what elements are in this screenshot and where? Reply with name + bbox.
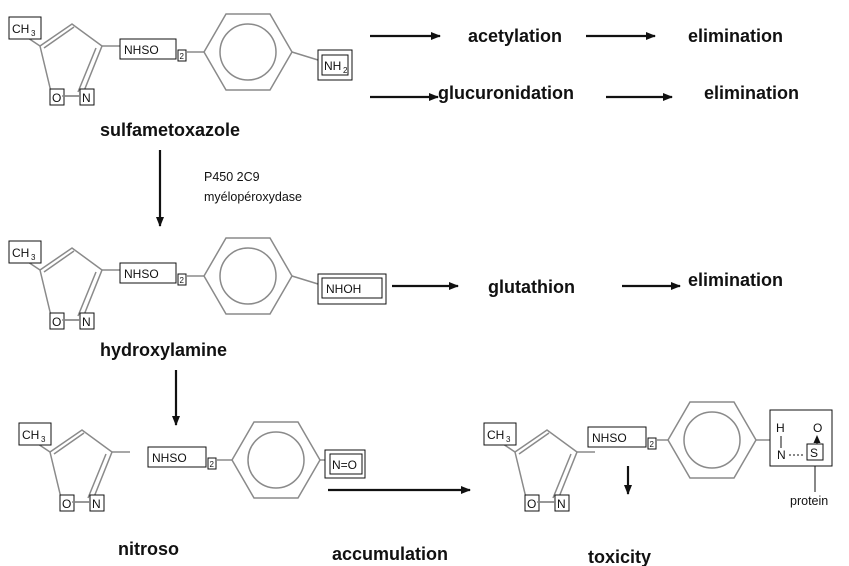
oxygen-atom: O (52, 91, 61, 105)
svg-text:O: O (527, 497, 536, 511)
label-elimination-3: elimination (688, 270, 783, 290)
svg-text:O: O (62, 497, 71, 511)
svg-text:NHSO: NHSO (124, 267, 159, 281)
enzyme-myeloperoxidase: myélopéroxydase (204, 190, 302, 204)
label-nitroso: nitroso (118, 539, 179, 559)
svg-text:3: 3 (31, 29, 36, 38)
svg-text:2: 2 (180, 52, 185, 61)
nitrogen-atom: N (82, 91, 91, 105)
svg-text:N: N (777, 448, 786, 462)
svg-text:3: 3 (41, 435, 46, 444)
methyl-group: CH (12, 22, 29, 36)
sulfur-atom: S (810, 446, 818, 460)
enzyme-p450: P450 2C9 (204, 170, 260, 184)
molecule-protein-adduct: CH 3 O N NHSO 2 H N O S (483, 401, 833, 512)
label-sulfamethoxazole: sulfametoxazole (100, 120, 240, 140)
svg-text:O: O (813, 421, 822, 435)
nitroso-group: N=O (332, 458, 357, 472)
label-toxicity: toxicity (588, 547, 651, 566)
svg-text:O: O (52, 315, 61, 329)
svg-text:2: 2 (210, 460, 215, 469)
svg-text:2: 2 (343, 66, 348, 75)
sulfonamide-group: NHSO (124, 43, 159, 57)
svg-text:N: N (82, 315, 91, 329)
label-protein: protein (790, 494, 828, 508)
svg-text:3: 3 (31, 253, 36, 262)
molecule-nitroso: CH 3 O N NHSO 2 N=O (18, 421, 366, 512)
svg-text:CH: CH (487, 428, 504, 442)
label-hydroxylamine: hydroxylamine (100, 340, 227, 360)
molecule-sulfamethoxazole: CH 3 O N NHSO 2 NH 2 (8, 13, 353, 106)
label-glucuronidation: glucuronidation (438, 83, 574, 103)
label-glutathion: glutathion (488, 277, 575, 297)
svg-text:2: 2 (180, 276, 185, 285)
svg-text:NHSO: NHSO (152, 451, 187, 465)
svg-text:NHSO: NHSO (592, 431, 627, 445)
svg-text:CH: CH (22, 428, 39, 442)
svg-text:N: N (557, 497, 566, 511)
label-elimination-2: elimination (704, 83, 799, 103)
svg-text:N: N (92, 497, 101, 511)
label-acetylation: acetylation (468, 26, 562, 46)
label-elimination-1: elimination (688, 26, 783, 46)
amine-group: NH (324, 59, 341, 73)
svg-text:3: 3 (506, 435, 511, 444)
svg-text:CH: CH (12, 246, 29, 260)
label-accumulation: accumulation (332, 544, 448, 564)
svg-text:2: 2 (650, 440, 655, 449)
molecule-hydroxylamine: CH 3 O N NHSO 2 NHOH (8, 237, 387, 330)
hydrogen-atom: H (776, 421, 785, 435)
hydroxylamine-group: NHOH (326, 282, 361, 296)
